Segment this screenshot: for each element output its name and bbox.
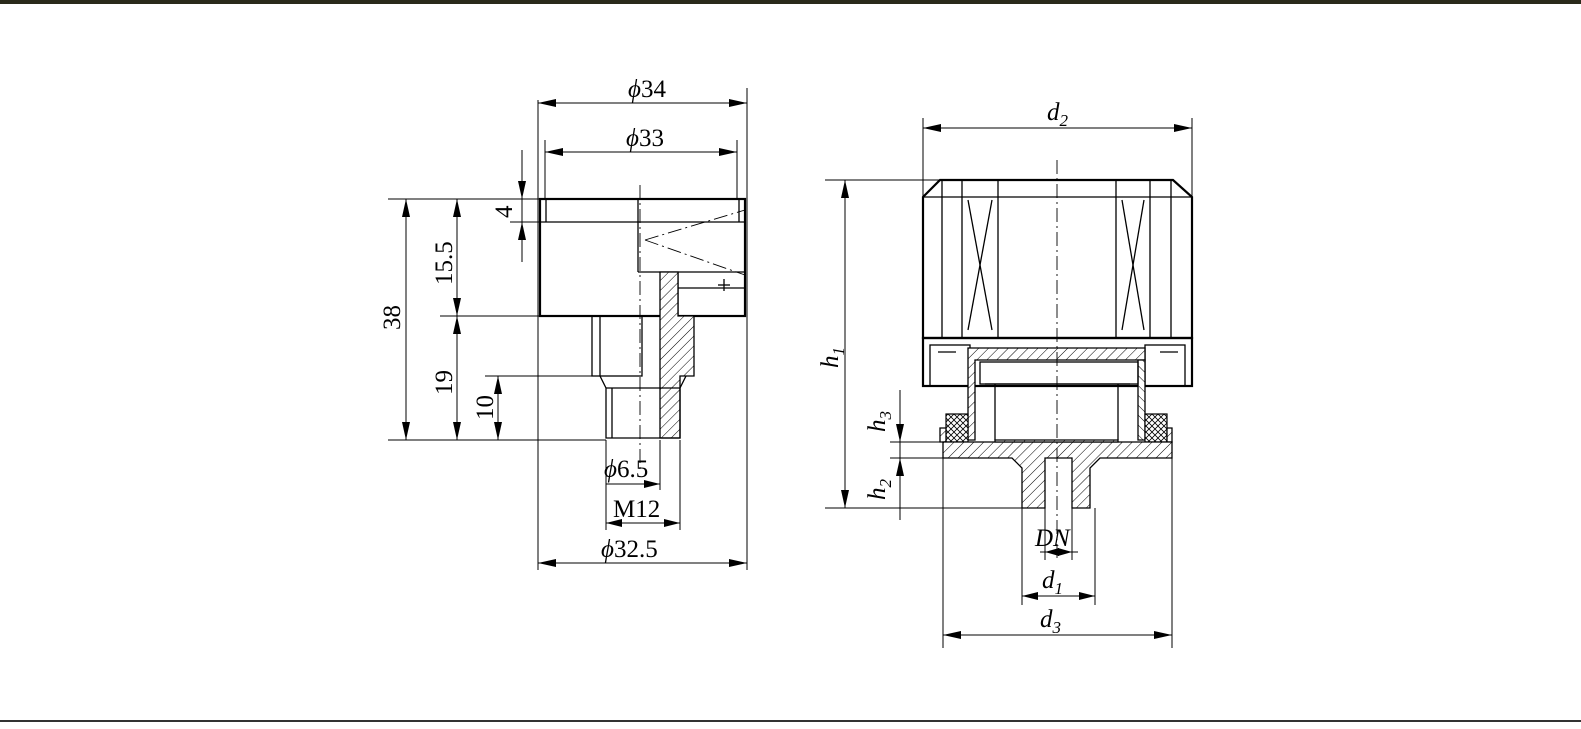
label-d3: d3 (1040, 606, 1061, 637)
dim-h19: 19 (431, 370, 458, 395)
right-view: d2 h1 h3 h2 DN d1 d3 (817, 99, 1194, 648)
top-border (0, 0, 1581, 4)
label-h1: h1 (817, 347, 848, 368)
dim-h4: 4 (491, 205, 518, 218)
dim-h10: 10 (472, 395, 499, 420)
bottom-border (0, 720, 1581, 722)
dim-d33: ϕ33 (626, 125, 664, 152)
dim-h38: 38 (379, 305, 406, 330)
label-h2: h2 (864, 479, 895, 501)
base-flange (942, 441, 1173, 509)
lower-housing (921, 336, 1194, 388)
label-d1: d1 (1042, 567, 1063, 598)
dim-m12: M12 (613, 496, 660, 523)
dim-h15-5: 15.5 (431, 241, 458, 285)
dim-d34: ϕ34 (628, 76, 666, 103)
label-dn: DN (1034, 525, 1071, 552)
label-h3: h3 (864, 411, 895, 432)
upper-housing (921, 178, 1194, 340)
dim-d32-5: ϕ32.5 (601, 536, 658, 563)
dim-d6-5: ϕ6.5 (604, 456, 648, 483)
tube-section (659, 271, 695, 439)
head-body (538, 197, 747, 318)
left-view: ϕ34 ϕ33 4 15.5 38 19 10 ϕ6.5 M12 ϕ32.5 (379, 76, 748, 570)
label-d2: d2 (1047, 99, 1069, 130)
